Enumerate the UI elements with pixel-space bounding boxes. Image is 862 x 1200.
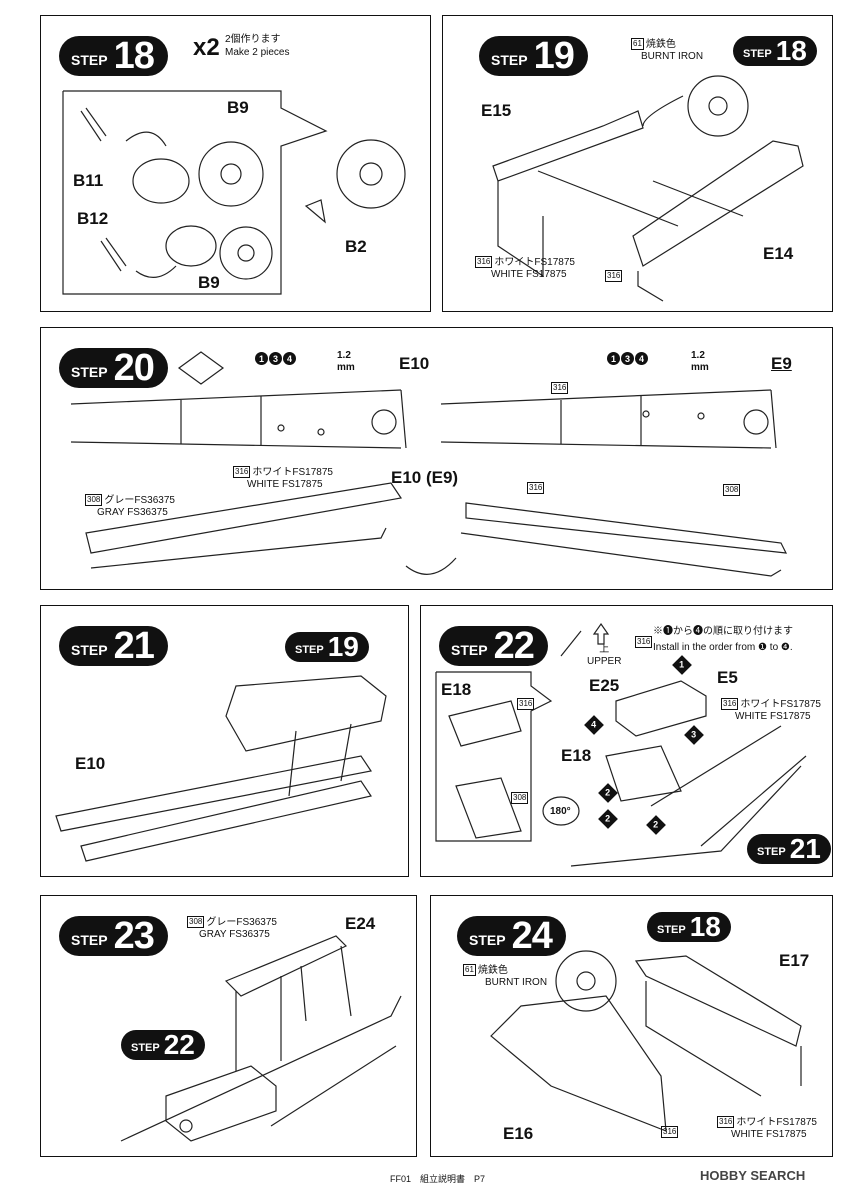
paint-code-22: 316 [635,636,653,648]
step-18-art [62,90,406,295]
paint-code-20b: 316 [527,482,545,494]
step-24-ref-badge: STEP 18 [647,911,731,942]
step-23-badge: STEP 23 [59,915,168,957]
step-23-ref-badge: STEP 22 [121,1029,205,1060]
part-b9-bottom: B9 [198,273,220,292]
part-e9: E9 [771,354,792,373]
install-order-jp: ※❶から❹の順に取り付けます [653,626,793,637]
part-e10: E10 [399,354,430,373]
step-22-badge: STEP 22 [439,625,548,667]
step-23-art [120,935,402,1142]
part-e10-e9: E10 (E9) [391,468,459,487]
part-b11: B11 [73,171,104,190]
rotate-label: 180° [550,806,571,817]
part-e5: E5 [717,668,738,687]
part-b9-top: B9 [227,98,249,117]
make-two-en: Make 2 pieces [225,47,290,58]
paint-code-24: 316 [661,1126,679,1138]
step-21-panel: STEP 21 STEP 19 E10 [40,605,409,877]
part-e16: E16 [503,1124,534,1143]
step-22-art [435,622,807,867]
part-e17: E17 [779,951,810,970]
paint-code-inset-b: 308 [511,792,529,804]
paint-code-20a: 316 [551,382,569,394]
install-order-en: Install in the order from ❶ to ❹. [653,642,793,653]
paint-code-20c: 308 [723,484,741,496]
part-b12: B12 [77,209,109,228]
step-20-art [70,351,788,577]
part-e10: E10 [75,754,106,773]
step-18-badge: STEP 18 [59,35,168,77]
part-e15: E15 [481,101,512,120]
part-e18-inset: E18 [441,680,472,699]
part-e25: E25 [589,676,620,695]
part-e18: E18 [561,746,592,765]
step-21-badge: STEP 21 [59,625,168,667]
part-b2: B2 [345,237,367,256]
part-e24: E24 [345,914,376,933]
step-24-art [490,950,802,1132]
hobby-search-logo: HOBBY SEARCH [700,1168,806,1183]
step-21-ref-badge: STEP 19 [285,631,369,662]
step-19-art [492,75,804,302]
step-19-ref-badge: STEP 18 [733,35,817,66]
paint-code-19: 316 [605,270,623,282]
paint-code-inset-a: 316 [517,698,535,710]
step-19-badge: STEP 19 [479,35,588,77]
part-e14: E14 [763,244,794,263]
step-21-art [55,675,387,862]
step-24-badge: STEP 24 [457,915,566,957]
step-22-ref-badge: STEP 21 [747,833,831,864]
step-20-badge: STEP 20 [59,347,168,389]
make-two-jp: 2個作ります [225,34,281,45]
count-label: x2 [193,34,220,61]
page-footer: FF01 組立説明書 P7 [390,1174,486,1184]
step-18-panel: STEP 18 x2 2個作ります Make 2 pieces B9 B11 B… [40,15,431,312]
